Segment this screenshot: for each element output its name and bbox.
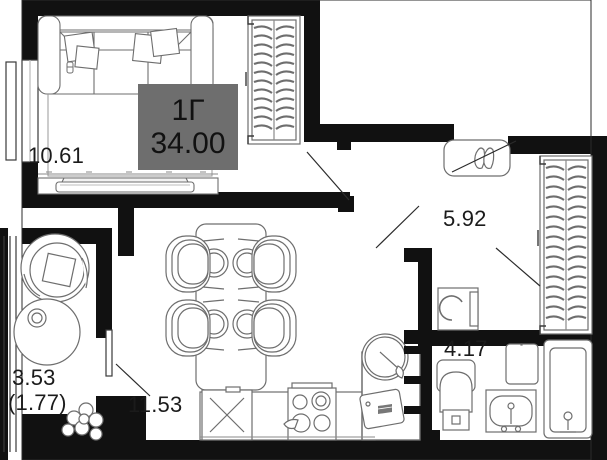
sliding-door-rails [404, 346, 432, 414]
area-label-balcony-reduced: (1.77) [8, 390, 67, 415]
armchair [20, 233, 90, 303]
potted-plant [61, 402, 104, 441]
washing-machine [437, 287, 479, 331]
bathtub [543, 339, 593, 439]
cooktop [283, 382, 337, 441]
wardrobe-right-frame [537, 156, 546, 334]
wardrobe-left [247, 15, 301, 145]
door-swing-kitchen [115, 363, 151, 397]
toilet [436, 359, 476, 431]
area-label-balcony: 3.53 [12, 365, 56, 390]
wardrobe-right [539, 155, 593, 335]
apartment-type-label: 1Г [171, 93, 205, 127]
tv-console [37, 177, 219, 195]
round-side-table [13, 298, 81, 366]
round-dining-table [361, 333, 409, 381]
door-swing-hall [375, 205, 420, 249]
baseboard-hatch [38, 171, 218, 175]
area-label-hallway: 5.92 [443, 206, 487, 231]
door-swing-living [306, 151, 350, 201]
dining-chairs [165, 235, 297, 357]
wardrobe-left-hangers [253, 25, 295, 130]
bathroom-sink [485, 389, 537, 433]
window-left [5, 59, 39, 163]
area-label-kitchen: 11.53 [128, 392, 183, 417]
area-label-living-room: 10.61 [28, 143, 85, 168]
kitchen-chair [359, 388, 405, 430]
sofa [37, 15, 214, 95]
sofa-detail-icon [66, 61, 74, 74]
balcony-rail-post [105, 329, 113, 377]
hall-cabinet [520, 343, 523, 346]
door-swing-wardrobe [495, 247, 541, 287]
apartment-total-area-label: 34.00 [150, 126, 226, 160]
kitchen-sink [201, 386, 253, 441]
area-label-bathroom: 4.17 [444, 336, 488, 361]
wardrobe-left-frame [245, 16, 254, 144]
sofa-cushions [63, 27, 181, 70]
bathroom-cabinet [505, 343, 539, 385]
door-swing-entry [451, 140, 517, 173]
apartment-summary-badge: 1Г 34.00 [138, 84, 238, 170]
wardrobe-right-hangers [545, 165, 587, 321]
